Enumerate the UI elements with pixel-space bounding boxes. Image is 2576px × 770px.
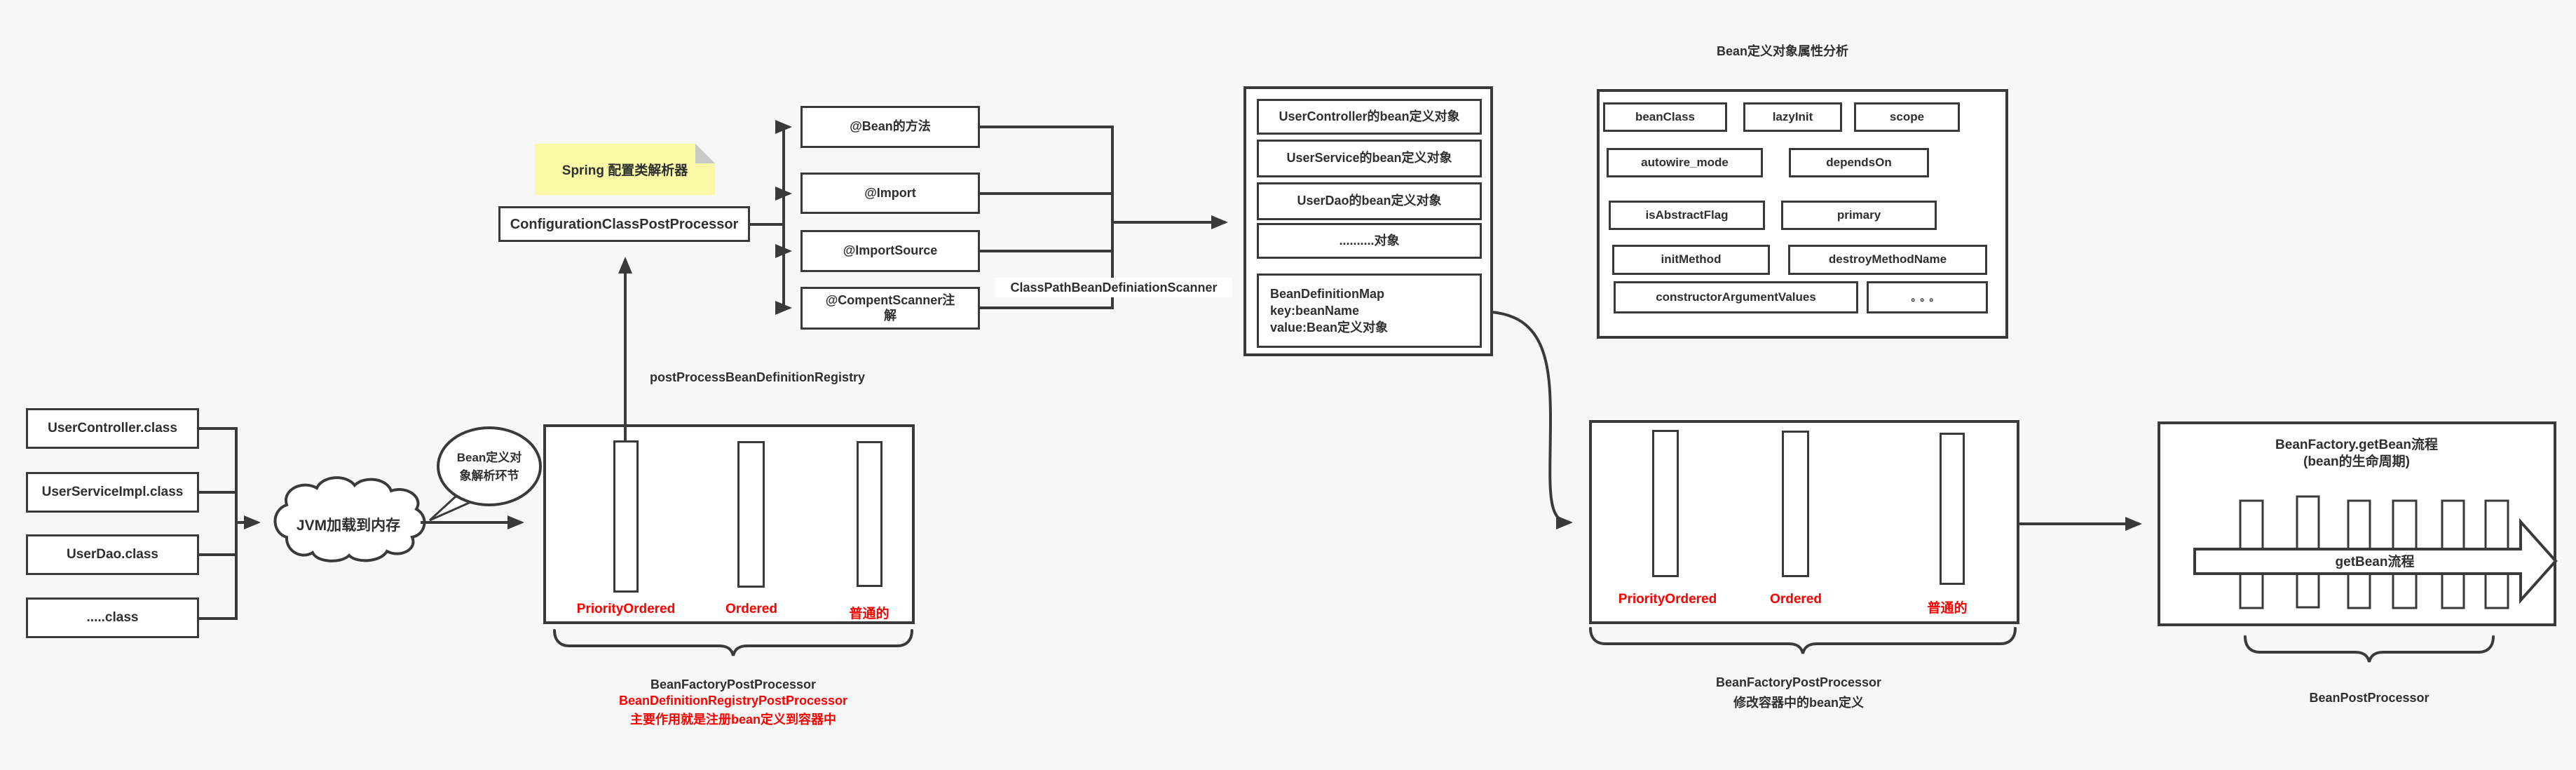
attr-box-scope: scope: [1854, 102, 1960, 132]
attr-label: destroyMethodName: [1828, 252, 1947, 266]
sticky-note: Spring 配置类解析器: [535, 144, 715, 195]
config-processor-box: ConfigurationClassPostProcessor: [498, 206, 750, 242]
registry-caption-red2: 主要作用就是注册bean定义到容器中: [629, 712, 837, 727]
attr-box-primary: primary: [1781, 201, 1937, 230]
annotation-box-componentscanner: @CompentScanner注解: [800, 287, 980, 330]
beandef-label: ..........对象: [1339, 233, 1400, 248]
attr-label: autowire_mode: [1641, 155, 1729, 169]
beandef-label: UserDao的bean定义对象: [1297, 194, 1442, 208]
config-processor-label: ConfigurationClassPostProcessor: [510, 216, 739, 232]
registry-bar-common: [857, 441, 882, 587]
registry-bar-ordered: [737, 441, 765, 588]
speech-bubble-label: Bean定义对 象解析环节: [456, 451, 522, 482]
class-box-label: UserDao.class: [67, 546, 158, 562]
registry-label-common: 普通的: [849, 607, 890, 621]
class-box-userserviceimpl: UserServiceImpl.class: [26, 472, 199, 513]
attr-label: primary: [1836, 208, 1881, 222]
factory-bar-ordered: [1782, 431, 1809, 577]
class-box-usercontroller: UserController.class: [26, 408, 199, 449]
attr-label: beanClass: [1635, 109, 1696, 123]
attr-box-beanclass: beanClass: [1603, 102, 1727, 132]
beandef-label: UserService的bean定义对象: [1286, 151, 1452, 166]
getbean-title-line2: (bean的生命周期): [2303, 454, 2411, 469]
sticky-note-fold: [695, 144, 715, 163]
annotation-label: @Bean的方法: [850, 119, 931, 134]
brace-shapes: [553, 627, 2495, 663]
sticky-note-label: Spring 配置类解析器: [561, 163, 688, 178]
registry-container: [543, 424, 915, 624]
registry-caption-dark: BeanFactoryPostProcessor: [650, 677, 817, 691]
attr-label: dependsOn: [1826, 155, 1892, 169]
beandef-map-box: BeanDefinitionMap key:beanName value:Bea…: [1257, 273, 1482, 348]
factory-label-common: 普通的: [1927, 601, 1968, 616]
annotation-box-bean: @Bean的方法: [800, 106, 980, 148]
beandef-box-userdao: UserDao的bean定义对象: [1257, 182, 1482, 220]
factory-label-priorityordered: PriorityOrdered: [1618, 592, 1717, 607]
beandef-box-other: ..........对象: [1257, 223, 1482, 259]
attr-box-autowiremode: autowire_mode: [1607, 148, 1763, 177]
brace-registry: [553, 629, 913, 656]
beandef-label: UserController的bean定义对象: [1279, 109, 1460, 123]
class-box-userdao: UserDao.class: [26, 534, 199, 575]
class-box-other: .....class: [26, 597, 199, 638]
getbean-caption: BeanPostProcessor: [2309, 691, 2430, 705]
annotation-label: @CompentScanner注解: [825, 292, 955, 323]
class-box-label: UserController.class: [48, 420, 177, 435]
brace-factory: [1589, 627, 2017, 654]
factory-caption-line2: 修改容器中的bean定义: [1733, 696, 1865, 710]
class-box-label: .....class: [86, 609, 139, 625]
attr-box-constructorargumentvalues: constructorArgumentValues: [1614, 281, 1858, 313]
attr-label: constructorArgumentValues: [1656, 290, 1816, 304]
attr-box-dependson: dependsOn: [1789, 148, 1929, 177]
class-bus-lines: [199, 427, 261, 620]
attr-box-destroymethodname: destroyMethodName: [1788, 245, 1987, 275]
arrow-map-to-factory: [1491, 311, 1573, 529]
annotation-label: @Import: [864, 185, 916, 200]
attr-box-isabstractflag: isAbstractFlag: [1609, 201, 1765, 230]
registry-label-priorityordered: PriorityOrdered: [576, 602, 676, 616]
attr-panel-title: Bean定义对象属性分析: [1716, 44, 1849, 58]
attr-label: 。。。: [1911, 291, 1944, 303]
beandef-box-userservice: UserService的bean定义对象: [1257, 140, 1482, 177]
factory-bar-priorityordered: [1652, 430, 1679, 577]
jvm-cloud-text: JVM加载到内存: [296, 518, 401, 534]
factory-caption-line1: BeanFactoryPostProcessor: [1715, 675, 1882, 689]
method-label: postProcessBeanDefinitionRegistry: [650, 370, 866, 384]
attr-label: scope: [1889, 109, 1925, 123]
attr-label: isAbstractFlag: [1645, 208, 1729, 222]
attr-box-ellipsis: 。。。: [1867, 281, 1988, 313]
factory-label-ordered: Ordered: [1770, 592, 1822, 607]
registry-bar-priorityordered: [613, 440, 639, 593]
registry-caption-red1: BeanDefinitionRegistryPostProcessor: [618, 694, 848, 708]
config-annotation-lines: [750, 120, 792, 315]
annotation-box-importsource: @ImportSource: [800, 230, 980, 272]
brace-getbean: [2244, 635, 2495, 663]
beandef-map-label: BeanDefinitionMap key:beanName value:Bea…: [1270, 286, 1389, 335]
attr-box-initmethod: initMethod: [1612, 245, 1770, 275]
attr-label: lazyInit: [1772, 109, 1813, 123]
scanner-label: ClassPathBeanDefiniationScanner: [995, 278, 1232, 297]
annotation-label: @ImportSource: [843, 243, 938, 258]
factory-bar-common: [1940, 433, 1965, 585]
registry-label-ordered: Ordered: [725, 602, 777, 616]
attr-label: initMethod: [1661, 252, 1722, 266]
getbean-title-line1: BeanFactory.getBean流程: [2275, 438, 2438, 452]
annotation-box-import: @Import: [800, 173, 980, 214]
attr-box-lazyinit: lazyInit: [1743, 102, 1842, 132]
class-box-label: UserServiceImpl.class: [41, 484, 184, 499]
beandef-box-usercontroller: UserController的bean定义对象: [1257, 99, 1482, 135]
